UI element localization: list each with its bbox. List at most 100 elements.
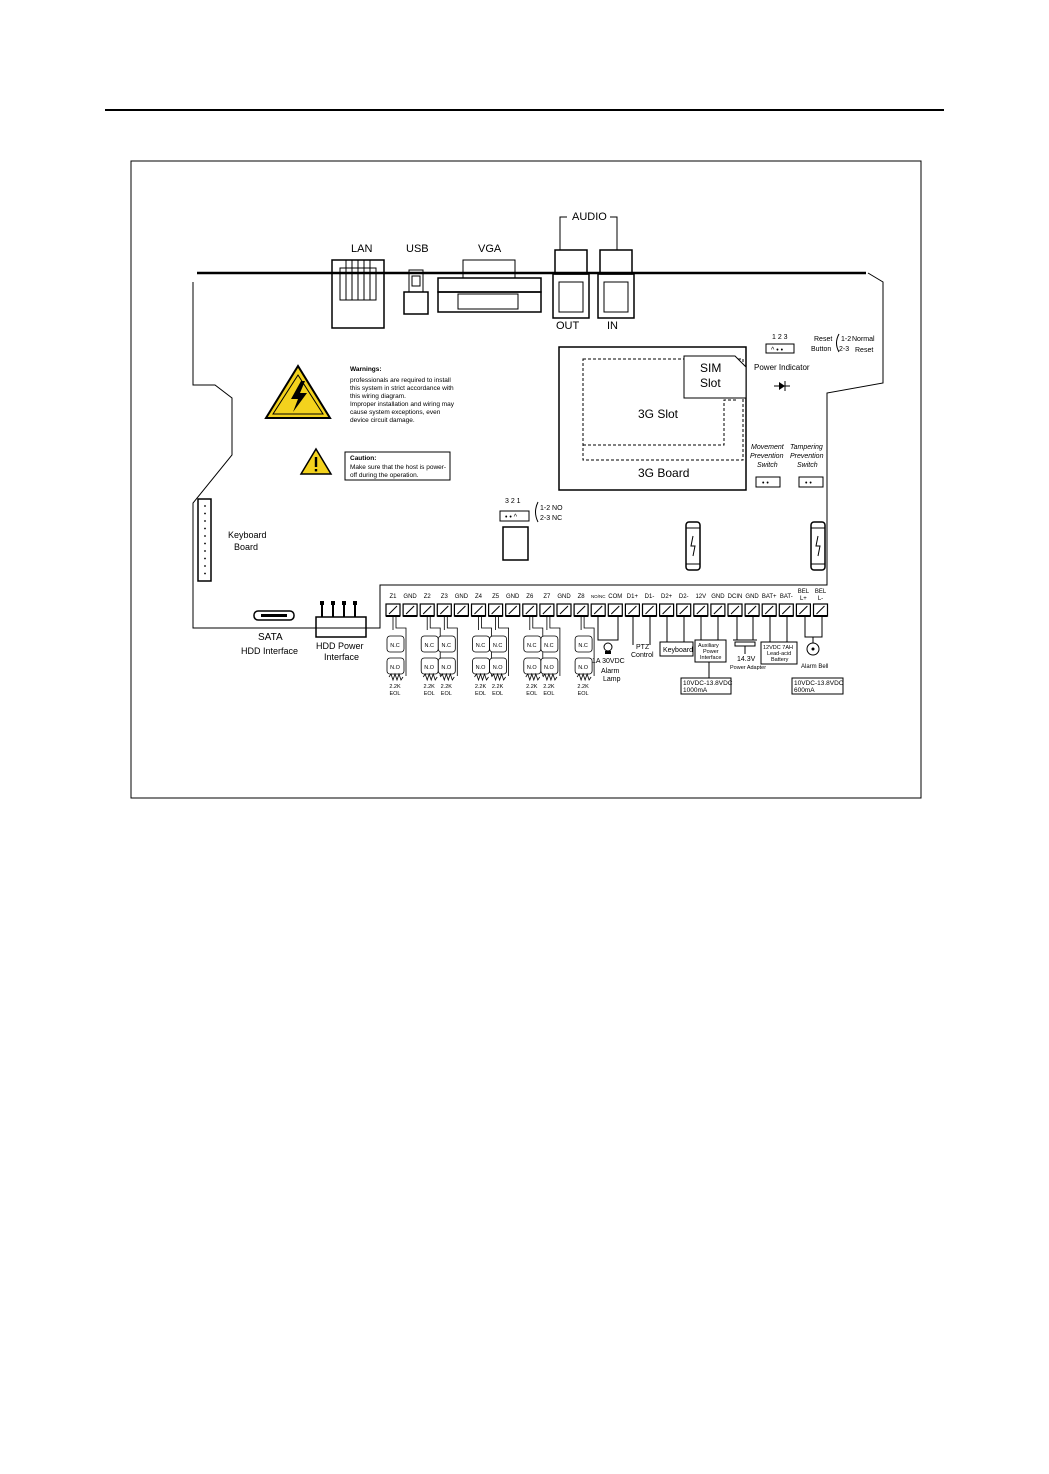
3g-slot [582,358,744,461]
terminal-label: BAT- [780,594,793,600]
terminal-label: 12V [695,594,706,600]
keyboard-wiring [666,616,685,642]
terminal-8: Z6 [522,594,538,617]
battery-label-1: 12VDC 7AH [763,645,793,651]
svg-text:EOL: EOL [441,691,452,697]
tamper-switch [798,476,824,488]
terminal-label: Z6 [526,594,534,600]
svg-text:^ • •: ^ • • [771,347,784,354]
keyboard-label: Keyboard [663,647,693,654]
caution-box [344,451,451,481]
svg-text:this system in strict accordan: this system in strict accordance with [350,385,454,392]
svg-text:2.2K: 2.2K [526,684,538,690]
reset-button-label-1: Reset [814,336,832,343]
svg-text:Warnings:: Warnings: [350,366,382,373]
lan-port [331,259,385,329]
svg-text:Tampering: Tampering [790,444,823,451]
audio-in-port [597,249,635,319]
svg-text:L+: L+ [800,596,807,602]
alarm-bell-wiring [804,616,823,656]
terminal-label: GND [403,594,417,600]
reset-mode-reset: Reset [855,347,873,354]
tampering-prevention-label: Tampering Prevention Switch [790,444,824,469]
terminal-16: D2+ [658,594,675,617]
keyboard-board-label-2: Board [234,542,258,552]
svg-text:EOL: EOL [492,691,503,697]
terminal-0: Z1 [385,594,401,617]
aux-rating-box [680,677,732,695]
audio-out-port [552,249,590,319]
svg-text:2.2K: 2.2K [441,684,453,690]
terminal-23: BAT- [778,594,794,617]
svg-text:Prevention: Prevention [790,453,824,460]
terminal-11: Z8 [573,594,589,617]
keyboard-board-label-1: Keyboard [228,530,267,540]
hdd-power-label-1: HDD Power [316,641,364,651]
aux-rating-2: 1000mA [683,687,708,694]
svg-text:EOL: EOL [424,691,435,697]
ptz-label-2: Control [631,652,654,659]
svg-text:• •: • • [762,480,769,487]
svg-text:N.O: N.O [544,665,555,671]
svg-text:2.2K: 2.2K [577,684,589,690]
alarm-lamp-label-1: Alarm [601,668,619,675]
3g-board-label: 3G Board [638,466,689,480]
svg-text:2.2K: 2.2K [424,684,436,690]
aux-power-label-1: Auxiliary [698,643,719,649]
terminal-2: Z2 [419,594,435,617]
warnings-text: Warnings: professionals are required to … [350,366,455,424]
terminal-20: DCIN [727,594,743,617]
terminal-label: Z3 [441,594,449,600]
svg-text:N.O: N.O [441,665,452,671]
audio-label: AUDIO [572,211,607,223]
svg-text:Switch: Switch [797,462,818,469]
reset-mode-normal: Normal [852,336,875,343]
terminal-17: D2- [676,594,692,617]
reset-jumper [765,343,795,354]
sata-label: SATA [258,632,283,643]
svg-text:• • ^: • • ^ [505,514,518,521]
svg-text:N.O: N.O [578,665,589,671]
sim-slot-label-2: Slot [700,376,721,390]
svg-text:2.2K: 2.2K [389,684,401,690]
figure-frame [130,160,922,799]
terminal-1: GND [402,594,418,617]
board-outline [192,272,884,629]
battery-wiring [769,616,788,642]
svg-text:2.2K: 2.2K [475,684,487,690]
usb-port [403,269,429,315]
svg-text:Improper installation and wiri: Improper installation and wiring may [350,401,455,408]
svg-text:N.C: N.C [424,643,434,649]
terminal-5: Z4 [470,594,487,617]
terminal-9: Z7 [539,594,555,617]
terminal-label: GND [711,594,725,600]
vga-port [437,259,542,313]
aux-power-label-2: Power [703,649,719,655]
svg-text:N.O: N.O [424,665,435,671]
aux-rating-1: 10VDC-13.8VDC [683,680,733,687]
terminal-4: GND [453,594,469,617]
jumper-option-nc: 2-3 NC [540,515,562,522]
sata-connector [253,610,295,621]
usb-label: USB [406,243,429,255]
svg-text:N.O: N.O [476,665,487,671]
aux-power-label-3: Interface [700,655,721,661]
terminal-label: Z7 [543,594,551,600]
terminal-21: GND [744,594,760,617]
out-label: OUT [556,320,580,332]
svg-text:EOL: EOL [526,691,537,697]
battery-label-3: Battery [771,657,789,663]
terminal-19: GND [710,594,726,617]
svg-text:N.C: N.C [476,643,486,649]
terminal-label: D1- [645,594,655,600]
svg-text:Switch: Switch [757,462,778,469]
svg-text:EOL: EOL [543,691,554,697]
sim-slot [683,355,747,399]
